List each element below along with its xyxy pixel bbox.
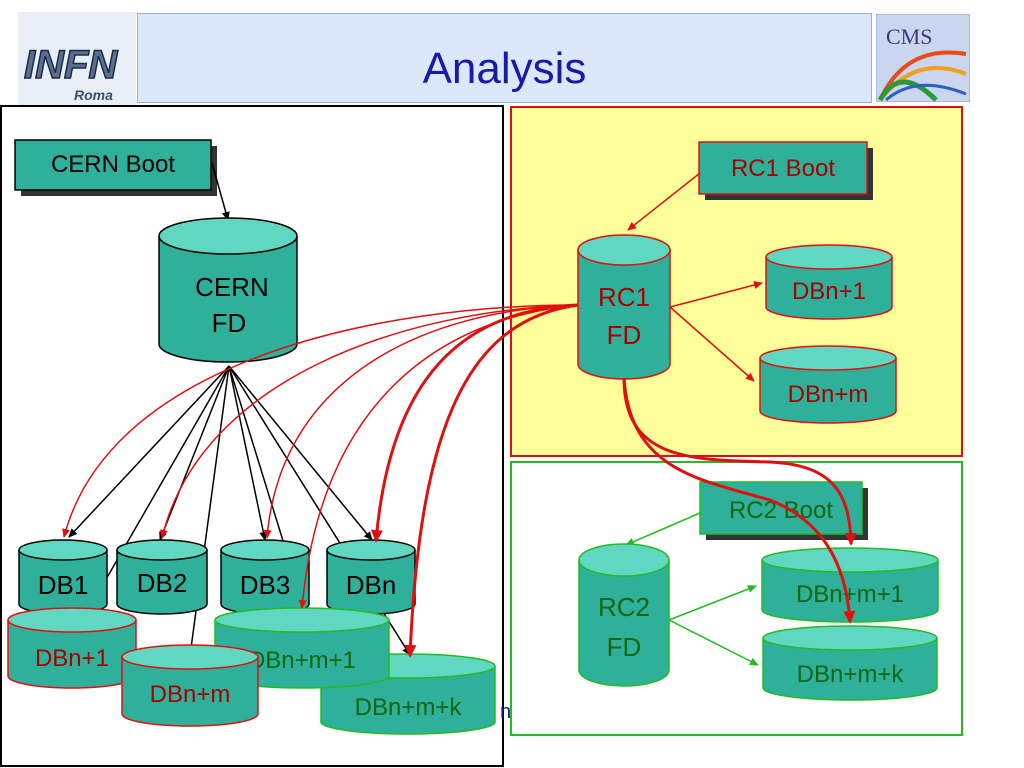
cern-fd-label-1: CERN <box>195 272 269 302</box>
arrow-rc2fd-dbnm1 <box>668 585 757 621</box>
arrow-rc1fd-db3 <box>263 304 579 539</box>
arrow-rc1boot-rc1fd <box>627 172 701 231</box>
left-dbnm-label: DBn+m <box>150 681 231 708</box>
left-dbn1-cylinder: DBn+1 <box>7 607 137 689</box>
rc1-dbnm-cylinder: DBn+m <box>759 345 897 424</box>
rc2-fd-cylinder: RC2 FD <box>578 543 670 687</box>
rc2-dbnmk-cylinder: DBn+m+k <box>762 625 938 701</box>
cms-logo: CMS <box>876 14 970 102</box>
arrow-rc1fd-rc2-dbnmk <box>622 377 856 624</box>
arrow-rc1fd-db1 <box>62 304 579 538</box>
cern-boot-box: CERN Boot <box>14 139 217 196</box>
db1-cylinder: DB1 <box>18 539 108 615</box>
left-dbnm1-label: DBn+m+1 <box>248 647 356 674</box>
rc2-boot-label: RC2 Boot <box>729 497 833 524</box>
rc2-dbnm1-label: DBn+m+1 <box>796 581 904 608</box>
infn-logo: INFN Roma <box>18 12 136 108</box>
arrow-rc1fd-db2 <box>159 304 579 539</box>
arrow-rc2fd-dbnmk <box>668 619 759 666</box>
dbn-cylinder: DBn <box>326 539 416 615</box>
footer-fragment: n <box>500 701 511 723</box>
rc2-boot-box: RC2 Boot <box>699 481 868 540</box>
arrow-cernfd-db2 <box>159 365 230 541</box>
db3-cylinder: DB3 <box>220 539 310 615</box>
infn-logo-subtext: Roma <box>74 87 113 103</box>
arrow-cernfd-db3 <box>228 365 268 541</box>
arrow-cernfd-dbn1 <box>85 365 230 615</box>
cern-fd-label-2: FD <box>212 308 247 338</box>
rc2-dbnmk-label: DBn+m+k <box>797 661 905 688</box>
rc1-dbnm-label: DBn+m <box>788 381 869 408</box>
left-dbnm-cylinder: DBn+m <box>121 644 259 727</box>
rc1-dbn1-label: DBn+1 <box>792 278 866 305</box>
db3-label: DB3 <box>240 570 291 600</box>
arrow-cernboot-cernfd <box>211 162 230 221</box>
arrow-rc1fd-dbnmk <box>404 303 579 658</box>
db2-cylinder: DB2 <box>116 539 208 615</box>
left-dbnmk-label: DBn+m+k <box>355 694 463 721</box>
rc1-boot-label: RC1 Boot <box>731 155 835 182</box>
cern-fd-cylinder: CERN FD <box>158 217 298 363</box>
title-bar: Analysis <box>137 13 872 103</box>
arrow-rc2boot-rc2fd <box>625 512 701 546</box>
infn-logo-text: INFN <box>24 43 118 87</box>
arrow-rc1fd-dbn1 <box>669 281 763 308</box>
cern-boot-label: CERN Boot <box>51 151 175 178</box>
arrow-cernfd-dbn <box>228 365 373 541</box>
rc2-fd-label-2: FD <box>607 632 642 662</box>
arrow-rc1fd-dbn <box>370 303 579 543</box>
left-dbn1-label: DBn+1 <box>35 645 109 672</box>
rc2-dbnm1-cylinder: DBn+m+1 <box>761 547 939 623</box>
arrow-rc1fd-dbnm <box>669 306 755 382</box>
rc2-fd-label-1: RC2 <box>598 592 650 622</box>
dbn-label: DBn <box>346 570 397 600</box>
rc1-fd-cylinder: RC1 FD <box>577 234 671 380</box>
arrow-cernfd-dbnm <box>186 365 230 664</box>
rc1-fd-label-1: RC1 <box>598 282 650 312</box>
rc1-fd-label-2: FD <box>607 320 642 350</box>
page-title: Analysis <box>422 44 587 93</box>
db2-label: DB2 <box>137 568 188 598</box>
db1-label: DB1 <box>38 570 89 600</box>
cms-logo-text: CMS <box>886 24 932 49</box>
rc1-boot-box: RC1 Boot <box>698 141 873 200</box>
arrow-cernfd-db1 <box>68 365 230 538</box>
rc1-dbn1-cylinder: DBn+1 <box>765 244 893 320</box>
rc1-replication-arrows <box>62 303 857 658</box>
